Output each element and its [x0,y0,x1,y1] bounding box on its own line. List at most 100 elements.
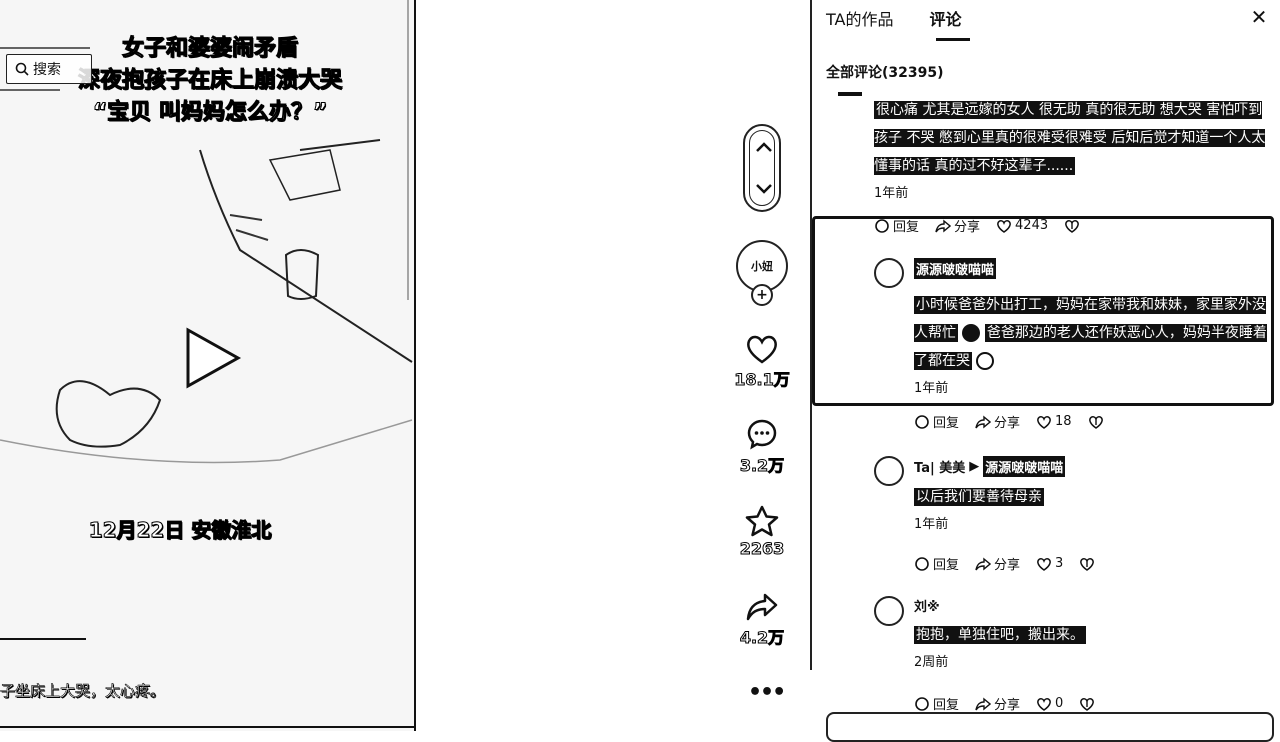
like-comment-button[interactable]: 0 [1036,696,1063,712]
video-description: 子坐床上大哭，太心疼。 [0,682,166,701]
share-icon [975,415,992,428]
reply-icon [875,218,889,233]
comment-total: 全部评论(32395) [826,65,944,81]
comment-button[interactable]: 3.2万 [732,418,792,476]
comment-text: 抱抱，单独住吧，搬出来。 [914,621,1268,649]
like-count: 3 [1055,556,1064,571]
dislike-button[interactable] [1064,218,1080,234]
video-switcher-inner [749,130,775,206]
share-icon [975,697,992,710]
share-label: 分享 [994,416,1021,431]
tab-comments[interactable]: 评论 [929,10,962,29]
comment-item: Ta| 美美 ▶ 源源啵啵喵喵 以后我们要善待母亲 1年前 [874,456,1268,532]
reply-button[interactable]: 回复 [914,554,959,573]
video-player[interactable]: 女子和婆婆闹矛盾 深夜抱孩子在床上崩溃大哭 “宝贝 叫妈妈怎么办？” 搜索 12… [0,0,416,731]
chevron-down-icon[interactable] [755,182,773,196]
comment-count: 3.2万 [739,456,785,476]
share-button[interactable]: 4.2万 [732,592,792,648]
video-switcher[interactable] [743,124,781,212]
share-count: 4.2万 [739,628,785,648]
like-count: 18.1万 [734,370,790,390]
video-title-line-1: 女子和婆婆闹矛盾 [121,36,298,62]
share-label: 分享 [994,698,1021,713]
search-button[interactable]: 搜索 [6,54,92,84]
follow-button[interactable]: + [751,284,773,306]
like-comment-button[interactable]: 18 [1036,414,1072,430]
like-comment-button[interactable]: 4243 [996,218,1048,234]
comments-panel: TA的作品 评论 ✕ 全部评论(32395) 很心痛 尤其是远嫁的女人 很无助 … [812,0,1280,731]
commenter-avatar[interactable] [874,456,904,486]
sad-emoji-icon [976,352,995,370]
more-options-button[interactable]: ••• [748,680,786,705]
share-label: 分享 [994,558,1021,573]
comment-item: 刘※ 抱抱，单独住吧，搬出来。 2周前 [874,596,1268,670]
commenter-name-row: 刘※ [914,596,1268,615]
dislike-icon [1080,697,1095,711]
reply-target-name[interactable]: 源源啵啵喵喵 [983,456,1066,477]
reply-label: 回复 [933,416,960,431]
video-title-line-2: 深夜抱孩子在床上崩溃大哭 [77,68,342,94]
favorite-button[interactable]: 2263 [732,505,792,559]
search-label: 搜索 [33,62,61,78]
panel-tabs: TA的作品 评论 [826,6,962,30]
comment-item: 源源啵啵喵喵 小时候爸爸外出打工，妈妈在家带我和妹妹，家里家外没人帮忙 爸爸那边… [874,258,1268,396]
favorite-count: 2263 [739,539,785,559]
dislike-button[interactable] [1088,414,1104,430]
commenter-avatar[interactable] [874,596,904,626]
reply-icon [915,414,929,429]
video-divider [414,0,416,731]
close-icon[interactable]: ✕ [1250,5,1268,29]
share-arrow-icon [746,593,778,621]
comment-input[interactable] [826,712,1274,742]
dislike-icon [1065,219,1079,233]
dislike-icon [1088,415,1103,429]
commenter-name[interactable]: Ta| 美美 [914,461,966,476]
dislike-button[interactable] [1079,696,1095,712]
star-icon [745,505,779,537]
comment-text: 小时候爸爸外出打工，妈妈在家带我和妹妹，家里家外没人帮忙 爸爸那边的老人还作妖恶… [914,291,1268,375]
share-icon [935,219,952,232]
heart-icon [1037,697,1051,711]
commenter-avatar[interactable] [874,258,904,288]
comment-actions: 回复 分享 4243 [874,216,1080,235]
dislike-icon [1080,557,1095,571]
reply-label: 回复 [893,220,920,235]
heart-icon [1037,557,1051,571]
share-comment-button[interactable]: 分享 [975,694,1020,713]
share-label: 分享 [954,220,981,235]
chevron-up-icon[interactable] [755,140,773,154]
comment-text-content: 抱抱，单独住吧，搬出来。 [914,626,1086,644]
dislike-button[interactable] [1079,556,1095,572]
commenter-name[interactable]: 刘※ [914,600,940,615]
play-icon[interactable] [180,326,244,390]
comment-time: 1年前 [914,381,949,396]
commenter-name-row: Ta| 美美 ▶ 源源啵啵喵喵 [914,456,1268,477]
comment-text-content: 以后我们要善待母亲 [914,488,1044,506]
reply-label: 回复 [933,698,960,713]
like-comment-button[interactable]: 3 [1036,556,1063,572]
comment-text: 很心痛 尤其是远嫁的女人 很无助 真的很无助 想大哭 害怕吓到孩子 不哭 憋到心… [874,96,1270,180]
like-button[interactable]: 18.1万 [732,334,792,390]
share-comment-button[interactable]: 分享 [935,216,980,235]
reply-button[interactable]: 回复 [914,412,959,431]
video-progress[interactable] [0,638,86,640]
reply-button[interactable]: 回复 [914,694,959,713]
comment-text-content: 很心痛 尤其是远嫁的女人 很无助 真的很无助 想大哭 害怕吓到孩子 不哭 憋到心… [874,101,1266,175]
share-comment-button[interactable]: 分享 [975,554,1020,573]
heart-icon [747,335,777,364]
active-tab-indicator [936,38,970,41]
rail-divider [810,0,812,670]
reply-arrow-icon: ▶ [969,459,980,474]
author-avatar[interactable]: 小妞 [736,240,788,292]
comment-actions: 回复 分享 3 [914,554,1095,573]
comment-text: 以后我们要善待母亲 [914,483,1268,511]
reply-button[interactable]: 回复 [874,216,919,235]
comment-time: 1年前 [874,186,909,201]
commenter-name[interactable]: 源源啵啵喵喵 [914,258,997,279]
tab-works[interactable]: TA的作品 [826,10,894,29]
share-comment-button[interactable]: 分享 [975,412,1020,431]
comment-bubble-icon [747,419,777,450]
share-icon [975,557,992,570]
reply-icon [915,696,929,711]
reply-label: 回复 [933,558,960,573]
